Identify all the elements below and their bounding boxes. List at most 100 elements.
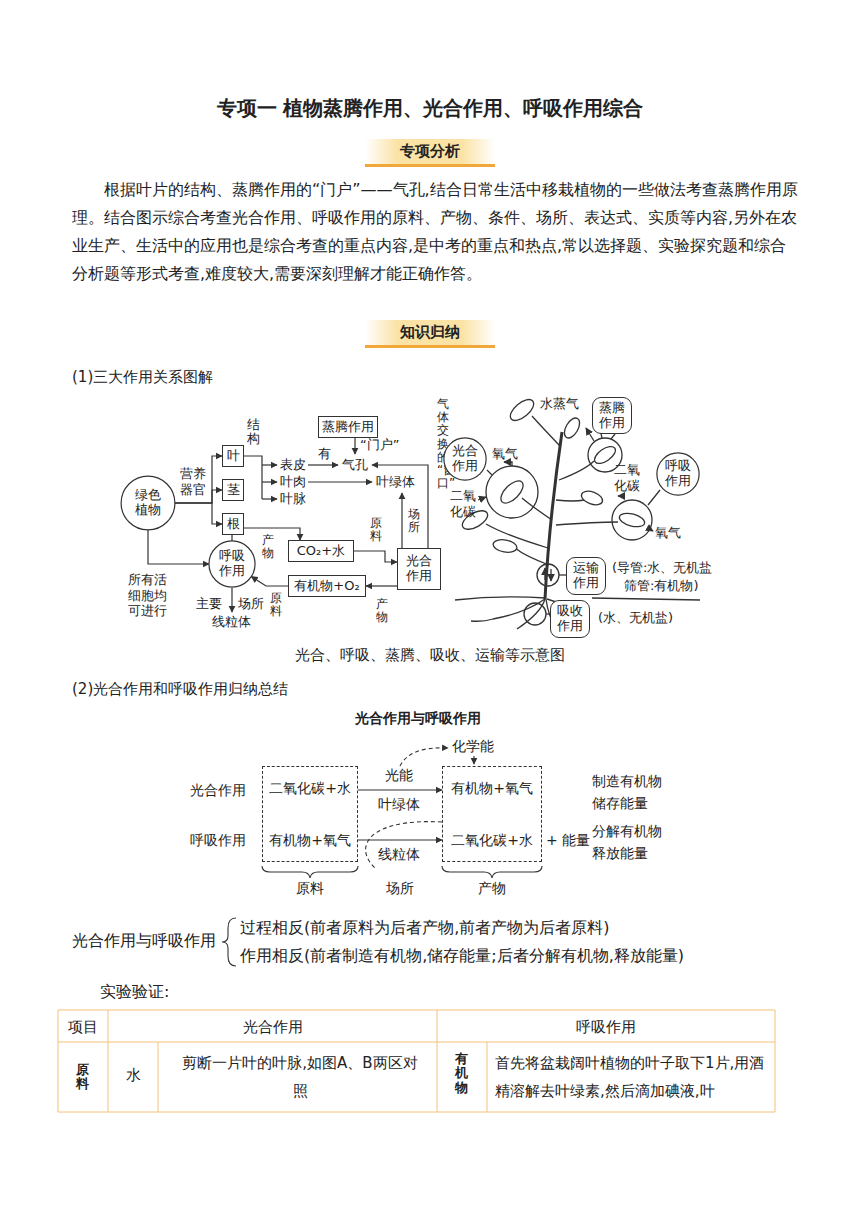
section-badge: 知识归纳 bbox=[365, 320, 495, 348]
plant-drawing bbox=[532, 416, 560, 446]
text-label: 原料 bbox=[76, 1063, 89, 1092]
page-title: 专项一 植物蒸腾作用、光合作用、呼吸作用综合 bbox=[0, 96, 860, 120]
plant-drawing bbox=[556, 500, 584, 501]
text-label: 剪断一片叶的叶脉,如图A、B两区对照 bbox=[180, 1049, 420, 1105]
plant-drawing bbox=[618, 511, 646, 529]
circle-node: 绿色植物 bbox=[120, 475, 176, 531]
text-label: 主要 bbox=[196, 596, 222, 612]
text-label: 营养器官 bbox=[180, 466, 208, 497]
text-label: 原料 bbox=[370, 517, 382, 543]
dashed-box: 二氧化碳+水有机物+氧气 bbox=[262, 766, 358, 862]
summary-curves bbox=[473, 756, 474, 764]
node-text: 叶 bbox=[227, 449, 240, 464]
text-label: 水 bbox=[108, 1066, 158, 1084]
plant-drawing bbox=[648, 528, 653, 531]
plant-drawing bbox=[537, 564, 559, 586]
text-label: 二氧化碳 bbox=[450, 488, 478, 519]
text-label: 产物 bbox=[478, 880, 506, 897]
text-label: “门户” bbox=[360, 437, 399, 453]
plant-drawing bbox=[522, 498, 552, 520]
node-text: 知识归纳 bbox=[400, 324, 460, 341]
process-box: 吸收作用 bbox=[550, 600, 590, 638]
node-text: 呼吸作用 bbox=[218, 549, 246, 579]
process-box: 运输作用 bbox=[566, 557, 606, 595]
concept-arrows bbox=[354, 438, 355, 454]
plant-drawing bbox=[648, 490, 660, 505]
plant-drawing bbox=[592, 598, 700, 600]
table-grid bbox=[58, 1010, 775, 1112]
connector-arrow bbox=[354, 551, 397, 562]
text-label: 氧气 bbox=[655, 525, 681, 541]
text-label: 根据叶片的结构、蒸腾作用的“门户”——气孔,结合日常生活中移栽植物的一些做法考查… bbox=[72, 176, 802, 288]
concept-arrows bbox=[262, 464, 277, 465]
text-label: 叶肉 bbox=[280, 474, 306, 490]
text-label: 结构 bbox=[247, 418, 260, 447]
node-text: 呼吸作用 bbox=[664, 459, 692, 489]
text-label: 水蒸气 bbox=[540, 396, 579, 412]
text-label: 过程相反(前者原料为后者产物,前者产物为后者原料) bbox=[240, 918, 610, 937]
text-label: 化学能 bbox=[452, 738, 494, 755]
text-label: 作用相反(前者制造有机物,储存能量;后者分解有机物,释放能量) bbox=[240, 946, 684, 965]
process-box: 根 bbox=[222, 513, 244, 535]
text-label: 场所 bbox=[386, 880, 414, 897]
plant-drawing bbox=[471, 619, 493, 621]
process-box: 有机物+O₂ bbox=[288, 575, 366, 597]
table-grid bbox=[58, 1010, 775, 1112]
concept-arrows bbox=[401, 493, 402, 548]
node-text: 光合作用 bbox=[405, 554, 433, 584]
text-label: 产物 bbox=[376, 598, 388, 624]
text-label: 氧气 bbox=[492, 446, 518, 462]
text-label: 原料 bbox=[296, 880, 324, 897]
plant-drawing bbox=[561, 415, 582, 440]
node-text: 蒸腾作用 bbox=[598, 401, 626, 431]
plant-drawing bbox=[504, 462, 512, 466]
node-text: 根 bbox=[227, 517, 240, 532]
text-label: (导管:水、无机盐 bbox=[612, 560, 712, 576]
node-text: 有机物+氧气 bbox=[451, 780, 533, 796]
concept-arrows bbox=[308, 481, 372, 482]
text-label: 有机物 bbox=[455, 1052, 468, 1095]
plant-drawing bbox=[524, 603, 546, 625]
text-label: 所有活细胞均可进行 bbox=[128, 572, 170, 619]
node-text: 茎 bbox=[227, 483, 240, 498]
process-box: 叶 bbox=[222, 445, 244, 467]
concept-arrows bbox=[244, 456, 262, 499]
plant-drawing bbox=[550, 569, 551, 581]
node-text: 二氧化碳+水 bbox=[269, 780, 351, 796]
node-text: 二氧化碳+水 bbox=[451, 832, 533, 848]
text-label: 线粒体 bbox=[212, 614, 251, 630]
text-label: 光合作用与呼吸作用 bbox=[355, 710, 481, 727]
summary-curves bbox=[262, 866, 358, 878]
text-label: 呼吸作用 bbox=[437, 1018, 775, 1036]
plant-drawing bbox=[487, 470, 492, 475]
connector-arrow bbox=[358, 839, 442, 840]
edge-label: 光能 bbox=[384, 767, 414, 784]
text-label: 首先将盆栽阔叶植物的叶子取下1片,用酒精溶解去叶绿素,然后滴加碘液,叶 bbox=[495, 1049, 770, 1105]
text-label: 产物 bbox=[262, 534, 274, 560]
concept-arrows bbox=[231, 588, 232, 612]
concept-arrows bbox=[308, 464, 338, 465]
plant-drawing bbox=[493, 599, 545, 619]
plant-drawing bbox=[507, 396, 537, 425]
summary-curves bbox=[442, 866, 542, 878]
text-label: 光合作用 bbox=[190, 782, 246, 799]
process-box: CO₂+水 bbox=[288, 540, 354, 562]
text-label: 叶绿体 bbox=[376, 474, 415, 490]
connector-arrow bbox=[358, 789, 442, 790]
section-badge: 专项分析 bbox=[365, 139, 495, 167]
text-label: 项目 bbox=[58, 1018, 108, 1036]
node-text: 光合作用 bbox=[451, 444, 479, 474]
text-label: 实验验证: bbox=[100, 982, 169, 1001]
plant-drawing bbox=[517, 599, 545, 629]
process-box: 光合作用 bbox=[397, 548, 441, 590]
text-label: 叶脉 bbox=[280, 491, 306, 507]
circle-outline bbox=[444, 438, 486, 480]
text-label: (水、无机盐) bbox=[598, 610, 673, 626]
text-label: 制造有机物 储存能量 bbox=[592, 770, 670, 814]
plant-drawing bbox=[612, 500, 652, 540]
plant-drawing bbox=[618, 495, 622, 496]
text-label: + 能量 bbox=[546, 832, 590, 849]
process-box: 蒸腾作用 bbox=[318, 416, 378, 438]
connector-arrow bbox=[148, 530, 209, 564]
text-label: 有 bbox=[318, 446, 331, 462]
